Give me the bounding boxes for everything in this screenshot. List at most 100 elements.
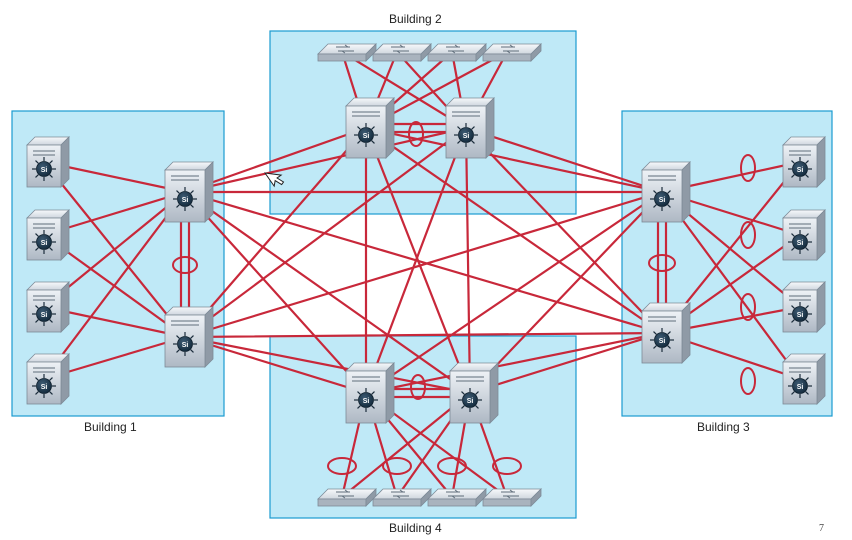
etherchannel-ring-b3	[648, 254, 676, 272]
b1-access-switch-4-si-badge	[36, 378, 52, 394]
link-C2-D1	[364, 331, 664, 395]
b3-distribution-switch-1-si-label: Si	[659, 197, 666, 204]
b3-access-switch-3: Si	[782, 281, 826, 333]
mouse-pointer-icon	[263, 172, 285, 188]
link-C2-D2	[468, 331, 664, 395]
b1-access-switch-4: Si	[26, 353, 70, 405]
b3-distribution-switch-2-si-label: Si	[659, 338, 666, 345]
building-2-zone	[269, 30, 577, 215]
b3-access-switch-4: Si	[782, 353, 826, 405]
building-4-zone	[269, 335, 577, 519]
etherchannel-ring-b4-access-3	[437, 457, 467, 475]
link-C1-D1	[364, 190, 664, 395]
link-C1-D2	[468, 190, 664, 395]
page-number: 7	[819, 523, 824, 534]
b4-distribution-switch-1-si-badge	[358, 392, 374, 408]
b3-access-switch-1: Si	[782, 136, 826, 188]
b2-access-switch-3	[427, 43, 487, 62]
b3-access-switch-1-si-badge	[792, 161, 808, 177]
link-B1-C2	[364, 126, 664, 335]
b4-access-switch-3	[427, 488, 487, 507]
link-A1-B1	[183, 126, 368, 194]
link-A2-C1	[183, 190, 664, 339]
b1-distribution-switch-2: Si	[164, 306, 214, 368]
link-A2-C2	[183, 331, 664, 339]
b2-distribution-switch-2-si-label: Si	[463, 133, 470, 140]
link-A2-B2	[183, 126, 468, 339]
b2-access-switch-2	[372, 43, 432, 62]
b1-access-switch-2: Si	[26, 209, 70, 261]
link-A2-B1	[183, 126, 368, 339]
building-2-label: Building 2	[389, 12, 442, 26]
b1-distribution-switch-1: Si	[164, 161, 214, 223]
b1-access-switch-4-si-label: Si	[41, 384, 48, 391]
b4-distribution-switch-2: Si	[449, 362, 499, 424]
b3-access-switch-1-si-label: Si	[797, 167, 804, 174]
b3-access-switch-4-si-badge	[792, 378, 808, 394]
b4-distribution-switch-2-si-label: Si	[467, 398, 474, 405]
b3-access-switch-3-si-label: Si	[797, 312, 804, 319]
link-A2-D1	[183, 335, 368, 395]
b1-distribution-switch-1-si-label: Si	[182, 197, 189, 204]
b1-access-switch-3-si-label: Si	[41, 312, 48, 319]
link-A1-D1	[183, 190, 368, 395]
link-B1-C1	[364, 126, 664, 194]
b3-distribution-switch-1: Si	[641, 161, 691, 223]
b4-distribution-switch-1-si-label: Si	[363, 398, 370, 405]
b1-access-switch-1: Si	[26, 136, 70, 188]
building-3-label: Building 3	[697, 420, 750, 434]
b1-access-switch-3-si-badge	[36, 306, 52, 322]
b3-access-switch-3-si-badge	[792, 306, 808, 322]
etherchannel-ring-b3-access-2	[740, 221, 756, 249]
etherchannel-ring-b4	[410, 374, 426, 400]
link-B1-D2	[364, 126, 472, 395]
b1-access-switch-1-si-badge	[36, 161, 52, 177]
etherchannel-ring-b3-access-3	[740, 293, 756, 321]
link-A1-C2	[183, 190, 664, 335]
link-A1-D2	[183, 190, 472, 395]
b1-access-switch-3: Si	[26, 281, 70, 333]
b4-distribution-switch-1: Si	[345, 362, 395, 424]
link-B2-C1	[464, 126, 664, 194]
link-A2-D2	[183, 335, 472, 395]
etherchannel-ring-b3-access-1	[740, 154, 756, 182]
etherchannel-ring-b3-access-4	[740, 367, 756, 395]
b4-distribution-switch-2-si-badge	[462, 392, 478, 408]
b1-distribution-switch-2-si-label: Si	[182, 342, 189, 349]
b2-distribution-switch-1: Si	[345, 97, 395, 159]
etherchannel-ring-b4-access-1	[327, 457, 357, 475]
b1-access-switch-2-si-label: Si	[41, 240, 48, 247]
link-B2-D2	[464, 126, 472, 395]
etherchannel-ring-b1	[172, 256, 198, 274]
b2-distribution-switch-1-si-label: Si	[363, 133, 370, 140]
link-d4-C1	[660, 190, 802, 381]
b3-access-switch-2-si-label: Si	[797, 240, 804, 247]
b3-access-switch-2: Si	[782, 209, 826, 261]
b4-access-switch-1	[317, 488, 377, 507]
b2-access-switch-1	[317, 43, 377, 62]
link-B2-D1	[364, 126, 468, 395]
link-B2-C2	[464, 126, 664, 335]
etherchannel-ring-b2	[408, 121, 424, 147]
etherchannel-ring-b4-access-2	[382, 457, 412, 475]
link-b4a-D2	[340, 391, 472, 499]
b3-distribution-switch-2: Si	[641, 302, 691, 364]
b3-access-switch-4-si-label: Si	[797, 384, 804, 391]
building-4-label: Building 4	[389, 521, 442, 535]
b4-access-switch-4	[482, 488, 542, 507]
b2-distribution-switch-1-si-badge	[358, 127, 374, 143]
b3-distribution-switch-1-si-badge	[654, 191, 670, 207]
b3-access-switch-2-si-badge	[792, 234, 808, 250]
b2-access-switch-4	[482, 43, 542, 62]
b3-distribution-switch-2-si-badge	[654, 332, 670, 348]
link-s4-A1	[42, 190, 187, 381]
b2-distribution-switch-2: Si	[445, 97, 495, 159]
b1-distribution-switch-2-si-badge	[177, 336, 193, 352]
b1-distribution-switch-1-si-badge	[177, 191, 193, 207]
b1-access-switch-1-si-label: Si	[41, 167, 48, 174]
etherchannel-ring-b4-access-4	[492, 457, 522, 475]
b1-access-switch-2-si-badge	[36, 234, 52, 250]
building-1-label: Building 1	[84, 420, 137, 434]
b4-access-switch-2	[372, 488, 432, 507]
